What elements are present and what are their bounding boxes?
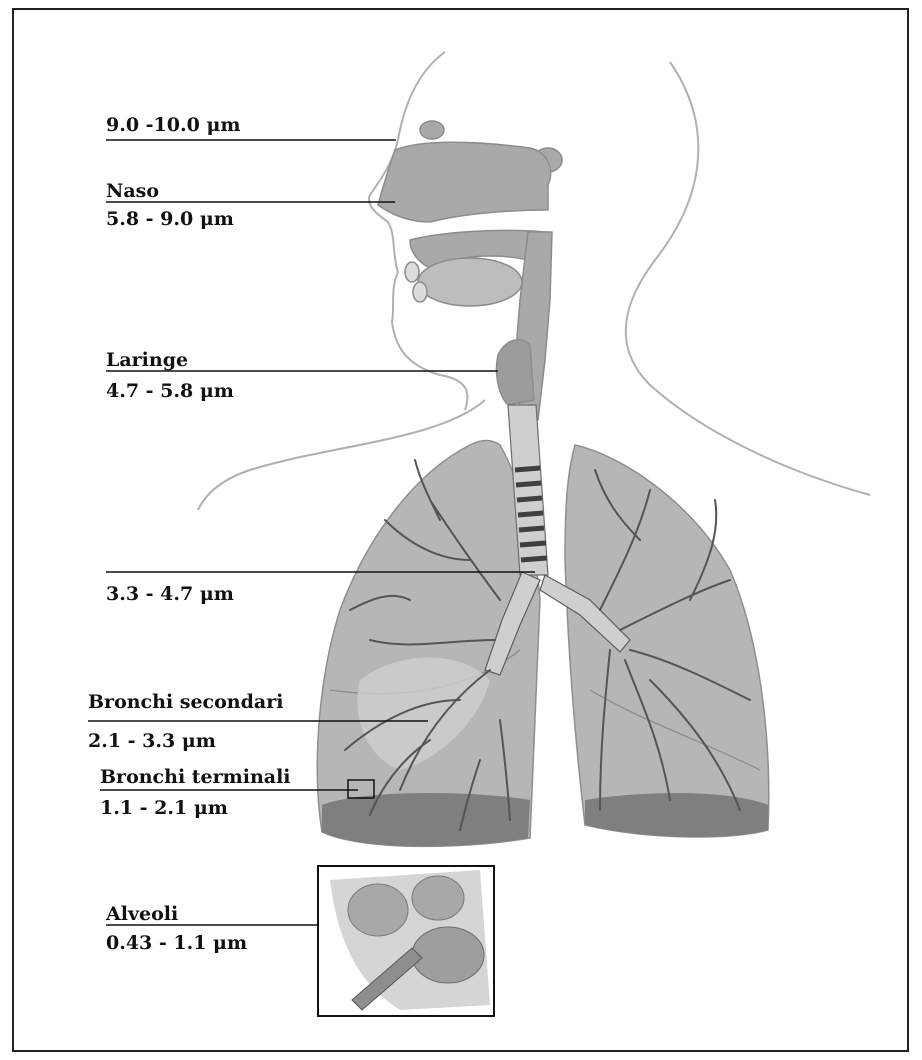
face-profile xyxy=(369,52,468,410)
alveolar-sac-1 xyxy=(348,884,408,936)
label-alveoli-range: 0.43 - 1.1 μm xyxy=(106,932,247,954)
upper-airway xyxy=(378,121,562,420)
frontal-sinus xyxy=(420,121,444,139)
label-naso-name: Naso xyxy=(106,180,159,202)
label-alveoli-name: Alveoli xyxy=(106,903,178,925)
larynx xyxy=(496,340,534,405)
label-bronchi-sec-range: 2.1 - 3.3 μm xyxy=(88,730,216,752)
back-head-neck xyxy=(626,62,870,495)
label-bronchi-sec-name: Bronchi secondari xyxy=(88,691,283,713)
alveolar-sac-2 xyxy=(412,876,464,920)
right-lung-base xyxy=(322,793,530,846)
label-laringe-range: 4.7 - 5.8 μm xyxy=(106,380,234,402)
nasal-cavity xyxy=(378,142,551,222)
tongue xyxy=(418,258,522,306)
label-bronchi-term-range: 1.1 - 2.1 μm xyxy=(100,797,228,819)
label-laringe-name: Laringe xyxy=(106,349,188,371)
label-bronchi-term-name: Bronchi terminali xyxy=(100,766,291,788)
label-naso-range: 5.8 - 9.0 μm xyxy=(106,208,234,230)
alveoli-inset xyxy=(318,866,494,1016)
lower-tooth xyxy=(413,282,427,302)
left-lung-shape xyxy=(565,445,769,837)
label-trachea-range: 3.3 - 4.7 μm xyxy=(106,583,234,605)
label-nasal-top: 9.0 -10.0 μm xyxy=(106,114,240,136)
alveolar-sac-3 xyxy=(412,927,484,983)
upper-tooth xyxy=(405,262,419,282)
